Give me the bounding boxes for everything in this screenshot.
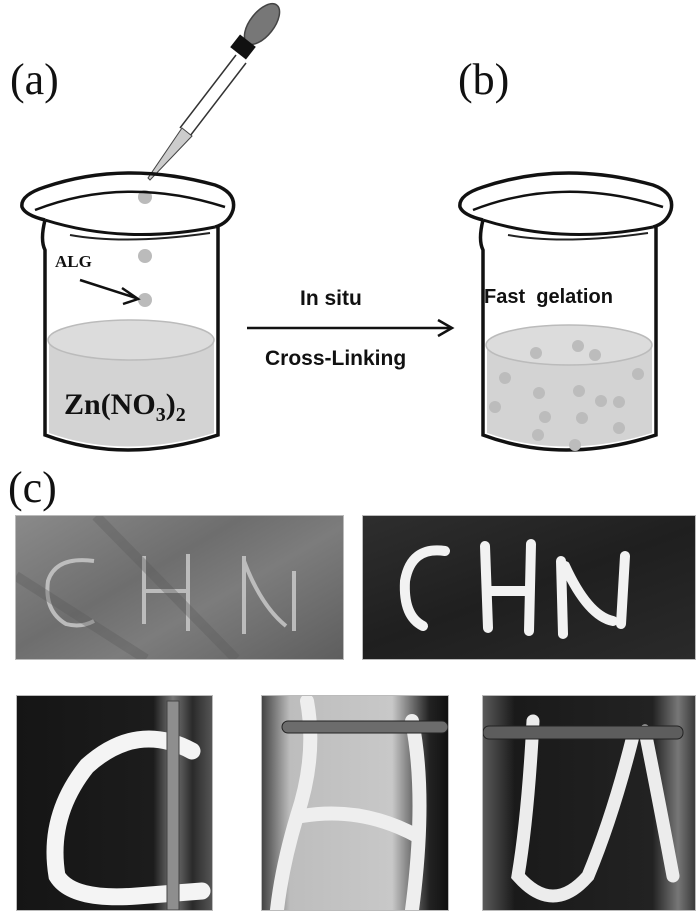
arrow-top-text: In situ — [300, 287, 362, 310]
panel-label-b: (b) — [458, 55, 510, 104]
photo-letter-n-tweezers — [482, 695, 696, 911]
beaker-b — [458, 171, 674, 452]
tweezers-icon — [483, 725, 684, 740]
tweezers-icon — [281, 720, 448, 734]
panel-label-c: (c) — [8, 463, 57, 512]
photo-letter-h-tweezers — [261, 695, 449, 911]
pipette-icon — [147, 2, 281, 181]
gel-beads — [489, 340, 644, 451]
solution-sub-3: 3 — [155, 404, 166, 426]
letter-h-gel — [270, 696, 448, 910]
tweezers-icon — [166, 700, 180, 910]
arrow-bottom-text: Cross-Linking — [265, 347, 407, 370]
letter-c-gel — [46, 700, 211, 910]
alg-drop — [138, 190, 152, 204]
alg-drop — [138, 293, 152, 307]
photo-chn-after-gelation — [362, 515, 696, 660]
chn-transparent-letters — [16, 516, 296, 659]
alg-label: ALG — [55, 252, 92, 271]
solution-sub-2: 2 — [175, 404, 186, 426]
chn-white-gel-letters — [399, 539, 630, 639]
photo-chn-before-gelation — [15, 515, 344, 660]
letter-n-gel — [483, 714, 684, 903]
solution-formula-close: ) — [165, 388, 176, 421]
beaker-a — [20, 171, 236, 452]
photo-letter-c-tweezers — [16, 695, 213, 911]
reaction-arrow — [247, 318, 455, 338]
alg-drop — [138, 249, 152, 263]
solution-formula-main: Zn(NO — [64, 388, 156, 421]
fast-gelation-label: Fast gelation — [484, 286, 613, 308]
alg-arrow — [79, 278, 141, 306]
zn-no3-2-label: Zn(NO3)2 — [64, 388, 186, 427]
panel-label-a: (a) — [10, 55, 59, 104]
